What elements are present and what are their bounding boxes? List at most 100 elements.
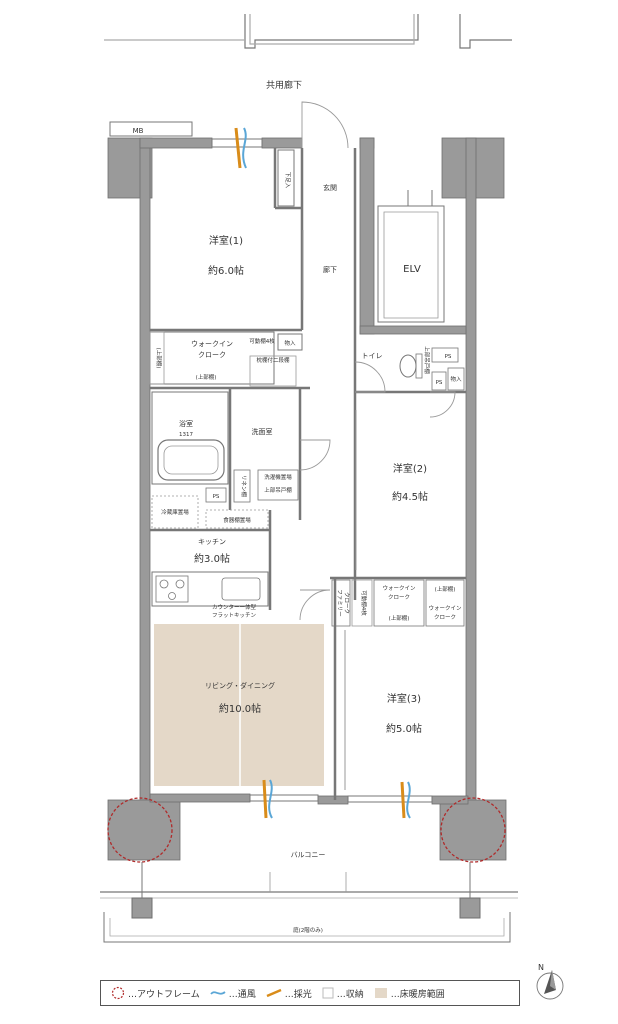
- walkin1-label-line1: ウォークイン: [191, 340, 233, 348]
- legend-storage: …収納: [322, 987, 364, 1000]
- vent-light-markers: [234, 127, 411, 819]
- movable-shelf-label: 可動棚4枚: [360, 590, 368, 616]
- toilet-upper-cabinet: 上部吊戸棚: [423, 346, 431, 374]
- walkin1-upper-shelf-left: (上部棚): [155, 348, 163, 369]
- storage1-label: 物入: [284, 339, 296, 347]
- hall-label: 廊下: [323, 265, 337, 274]
- balcony-post-left: [131, 897, 153, 919]
- legend-ventilation-text: …通風: [228, 989, 256, 1000]
- burner-1: [159, 579, 169, 589]
- bedroom2-size: 約4.5帖: [392, 490, 428, 503]
- balcony-label: バルコニー: [291, 851, 326, 859]
- outframe-circle-right: [440, 797, 506, 863]
- burner-2: [175, 579, 185, 589]
- ventilation-legend-icon: [210, 991, 226, 995]
- legend-floor-heating-text: …床暖房範囲: [390, 989, 445, 1000]
- walkin3-box: [425, 579, 465, 627]
- outframe-circle-left: [107, 797, 173, 863]
- storage-legend-icon: [322, 987, 334, 999]
- walkin2-line2: クローク: [388, 594, 410, 601]
- storage2-box: [447, 367, 465, 391]
- sink: [221, 577, 261, 601]
- toilet-tank: [415, 353, 423, 379]
- bedroom3-size: 約5.0帖: [386, 722, 422, 735]
- garden-label: 庭(2階のみ): [293, 926, 323, 934]
- neighbor-fragments: [104, 14, 512, 49]
- mb-box: [109, 121, 193, 137]
- legend: …アウトフレーム …通風 …採光 …収納 …床暖房範囲: [100, 980, 520, 1006]
- walkin2-box: [373, 579, 425, 627]
- kitchen-ps-box: [205, 487, 227, 503]
- sliding-doors: [302, 230, 357, 790]
- walkin3-line2: クローク: [434, 614, 456, 621]
- washer-box: [257, 469, 299, 501]
- toilet-bowl: [399, 354, 417, 378]
- kitchen-name: キッチン: [198, 538, 226, 546]
- family-closet-line2: クローク: [343, 592, 350, 614]
- fridge-box: [151, 495, 199, 529]
- living-name: リビング・ダイニング: [205, 681, 275, 690]
- daylight-legend-icon: [266, 988, 282, 998]
- linen-box: [233, 469, 251, 503]
- legend-outframe: …アウトフレーム: [111, 986, 200, 1000]
- counter-box: [151, 571, 269, 607]
- cooktop: [155, 575, 189, 603]
- dish-shelf-label: 食器棚置場: [223, 516, 251, 524]
- storage1-box: [277, 333, 303, 351]
- floor-heating-area: [154, 624, 324, 786]
- north-arrow-icon: N: [536, 963, 564, 1000]
- ps1-label: PS: [445, 354, 452, 360]
- shoe-box: [277, 149, 295, 207]
- kitchen-ps-label: PS: [213, 494, 220, 500]
- bedroom2-name: 洋室(2): [393, 462, 427, 475]
- balcony-post-right: [459, 897, 481, 919]
- washroom-label: 洗面室: [252, 427, 273, 436]
- elv-inner: [383, 211, 439, 319]
- bathtub-inner: [163, 445, 219, 475]
- walkin3-upper-shelf: (上部棚): [435, 585, 456, 593]
- entrance-label: 玄関: [323, 183, 337, 192]
- family-closet-line1: ファミリー: [336, 589, 343, 617]
- ps1-box: [431, 347, 459, 363]
- walkin1-label-line2: クローク: [198, 351, 226, 359]
- bedroom1-name: 洋室(1): [209, 234, 243, 247]
- ps2-label: PS: [436, 380, 443, 386]
- bathtub: [157, 439, 225, 481]
- movable-shelf-box: [351, 579, 373, 627]
- legend-floor-heating: …床暖房範囲: [374, 987, 445, 1000]
- legend-ventilation: …通風: [210, 987, 256, 1000]
- kitchen-size: 約3.0帖: [194, 552, 230, 565]
- outer-walls: [107, 137, 507, 861]
- washer-upper-label: 上部吊戸棚: [264, 486, 292, 494]
- floor-heating-legend-icon: [374, 988, 387, 998]
- living-size: 約10.0帖: [219, 702, 261, 715]
- bath-area: [151, 391, 229, 485]
- family-closet-box: [331, 579, 351, 627]
- bath-name: 浴室: [179, 419, 193, 428]
- toilet-label: トイレ: [362, 352, 383, 360]
- walkin2-upper-shelf: (上部棚): [389, 614, 410, 622]
- walkin1-shelf: [149, 331, 165, 385]
- linen-label: リネン棚: [240, 475, 248, 498]
- mb-label: MB: [133, 127, 144, 135]
- bedroom1-size: 約6.0帖: [208, 264, 244, 277]
- ps2-box: [431, 371, 447, 391]
- towel-shelf-box: [249, 355, 297, 387]
- legend-daylight-text: …採光: [284, 989, 312, 1000]
- svg-text:N: N: [538, 963, 544, 972]
- elv-box: [377, 205, 445, 323]
- legend-daylight: …採光: [266, 987, 312, 1000]
- legend-outframe-text: …アウトフレーム: [128, 989, 200, 1000]
- shoe-box-label: 下足入: [284, 172, 291, 189]
- walkin1-movable-shelf: 可動棚4枚: [249, 337, 275, 345]
- walkin3-line1: ウォークイン: [428, 604, 462, 612]
- fridge-label: 冷蔵庫置場: [161, 508, 189, 516]
- elv-label: ELV: [403, 264, 421, 275]
- outframe-legend-icon: [111, 986, 125, 1000]
- garden-outline: [103, 912, 511, 943]
- bath-size: 1317: [179, 432, 193, 438]
- walkin1-upper-shelf: (上部棚): [196, 373, 217, 381]
- legend-storage-text: …収納: [336, 989, 364, 1000]
- door-swings: [299, 101, 456, 621]
